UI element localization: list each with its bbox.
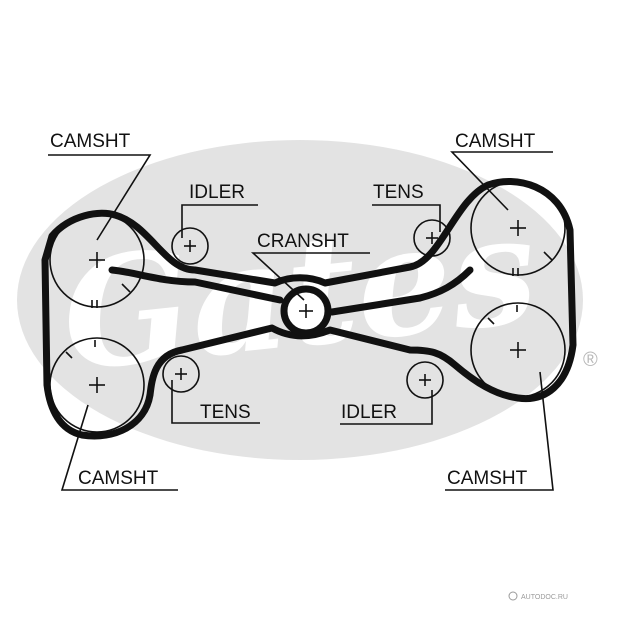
label-camsht-bottom-right: CAMSHT: [447, 468, 528, 489]
watermark-icon: [508, 591, 518, 601]
camshaft-pulley-top-right: [470, 180, 566, 276]
tensioner-pulley-top: [413, 219, 451, 257]
label-camsht-top-right: CAMSHT: [455, 131, 536, 152]
leader-cransht: [250, 252, 370, 301]
leader-camsht-top-left: [48, 154, 152, 241]
belt-crank-upper: [108, 266, 284, 304]
leader-camsht-bottom-left: [60, 404, 178, 491]
leader-tens-bottom: [171, 380, 260, 424]
watermark-text: AUTODOC.RU: [521, 594, 568, 601]
autodoc-watermark: AUTODOC.RU: [508, 591, 568, 601]
label-idler-top: IDLER: [189, 182, 245, 203]
camshaft-pulley-top-left: [49, 212, 145, 308]
leader-tens-top: [372, 204, 441, 232]
idler-pulley-top: [171, 227, 209, 265]
label-tens-top: TENS: [373, 182, 424, 203]
camshaft-pulley-bottom-right: [470, 302, 566, 398]
idler-pulley-bottom: [406, 361, 444, 399]
label-idler-bottom: IDLER: [341, 402, 397, 423]
leader-idler-top: [181, 204, 258, 238]
tensioner-pulley-bottom: [162, 355, 200, 393]
leader-idler-bottom: [340, 390, 433, 425]
camshaft-pulley-bottom-left: [49, 337, 145, 433]
label-camsht-top-left: CAMSHT: [50, 131, 131, 152]
belt-left-run: [41, 178, 577, 440]
registered-mark: ®: [583, 349, 598, 371]
label-cransht: CRANSHT: [257, 231, 349, 252]
leader-camsht-top-right: [450, 151, 553, 211]
timing-belt: [41, 178, 577, 440]
leader-camsht-bottom-right: [445, 371, 554, 491]
crankshaft-pulley: [280, 285, 332, 337]
label-camsht-bottom-left: CAMSHT: [78, 468, 159, 489]
leader-lines: [48, 151, 554, 491]
belt-crank-lower: [328, 266, 474, 316]
label-tens-bottom: TENS: [200, 402, 251, 423]
